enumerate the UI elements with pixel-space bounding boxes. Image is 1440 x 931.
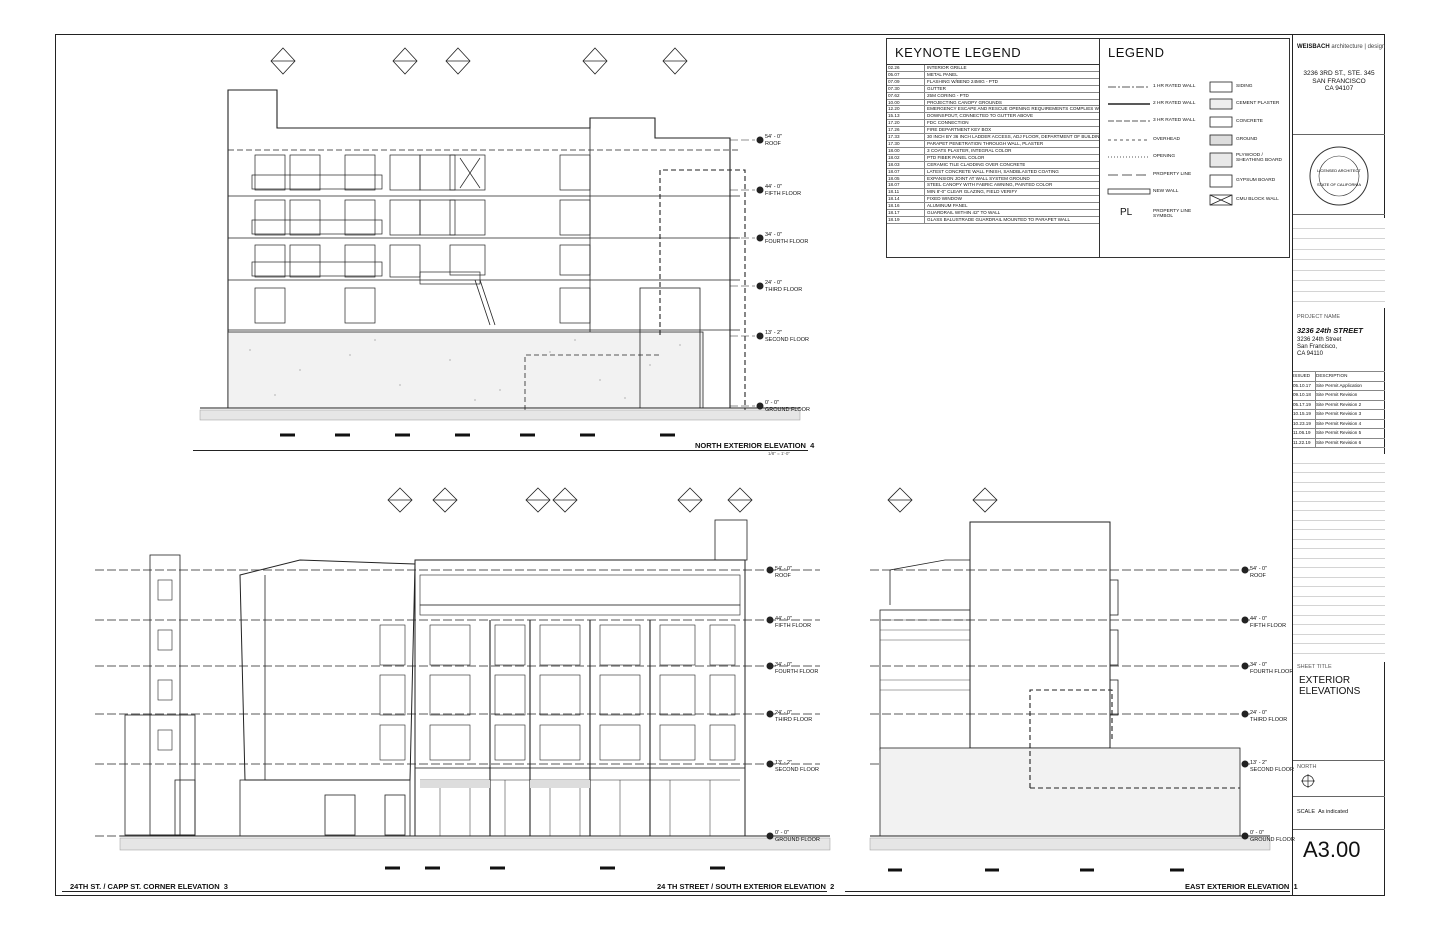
north-level-second: 13' - 2"SECOND FLOOR [765,330,810,343]
south-level-third: 24' - 0"THIRD FLOOR [775,710,813,723]
legend-material-label: PLYWOOD / SHEATHING BOARD [1236,153,1283,163]
legend-line-label: 2 HR RATED WALL [1153,101,1196,106]
legend-line-label: 1 HR RATED WALL [1153,84,1196,89]
legend-line-label: PROPERTY LINE SYMBOL [1153,209,1192,219]
south-level-ground: 0' - 0"GROUND FLOOR [775,830,820,843]
north-arrow-icon [1301,774,1315,788]
legend-material-label: CMU BLOCK WALL [1236,197,1279,202]
south-level-second: 13' - 2"SECOND FLOOR [775,760,820,773]
firm-address: 3236 3RD ST., STE. 345 SAN FRANCISCO CA … [1303,70,1375,92]
north-level-third: 24' - 0"THIRD FLOOR [765,280,803,293]
north-level-roof: 54' - 0"ROOF [765,134,783,147]
north-level-fourth: 34' - 0"FOURTH FLOOR [765,232,809,245]
project-label: PROJECT NAME [1297,314,1340,320]
south-level-fourth: 34' - 0"FOURTH FLOOR [775,662,819,675]
south-elevation-drawing [95,487,831,870]
east-elevation-drawing [869,487,1271,872]
sheet-title: EXTERIOR ELEVATIONS [1299,675,1361,697]
south-level-roof: 54' - 0"ROOF [775,566,793,579]
sheet-title-label: SHEET TITLE [1297,664,1332,670]
legend-material-label: GYPSUM BOARD [1236,178,1276,183]
east-level-ground: 0' - 0"GROUND FLOOR [1250,830,1295,843]
legend: LEGEND 1 HR RATED WALL 2 HR RATED WALL 3… [1100,38,1290,258]
legend-title: LEGEND [1108,45,1165,60]
legend-symbols [1107,81,1233,206]
north-title-rule [193,450,808,451]
north-label: NORTH [1297,764,1317,770]
north-elevation-scale: 1/8" = 1'-0" [768,451,790,456]
property-line-symbol: PL [1120,207,1133,218]
svg-text:LICENSED ARCHITECT: LICENSED ARCHITECT [1317,168,1361,173]
legend-material-label: CEMENT PLASTER [1236,101,1280,106]
sheet-number: A3.00 [1303,837,1361,862]
north-elevation-title: NORTH EXTERIOR ELEVATION 4 [695,441,815,450]
legend-line-label: PROPERTY LINE [1153,172,1192,177]
title-block: WEISBACH architecture | design 3236 3RD … [1292,34,1385,896]
svg-text:STATE OF CALIFORNIA: STATE OF CALIFORNIA [1317,182,1361,187]
north-level-ground: 0' - 0"GROUND FLOOR [765,400,810,413]
architect-stamp: LICENSED ARCHITECT STATE OF CALIFORNIA [1309,146,1369,206]
scale-row: SCALE As indicated [1297,809,1349,815]
east-level-third: 24' - 0"THIRD FLOOR [1250,710,1288,723]
east-title-rule [845,891,1290,892]
south-title-rule [62,891,827,892]
north-elevation-drawing [199,47,801,437]
keynote-legend-title: KEYNOTE LEGEND [887,39,1099,65]
legend-material-label: SIDING [1236,84,1253,89]
section-marker [270,47,296,75]
legend-line-label: OVERHEAD [1153,137,1180,142]
east-elevation-title: EAST EXTERIOR ELEVATION 1 [1185,882,1298,891]
legend-line-label: OPENING [1153,154,1176,159]
legend-material-label: CONCRETE [1236,119,1263,124]
project-name: 3236 24th STREET [1297,326,1363,335]
east-level-fourth: 34' - 0"FOURTH FLOOR [1250,662,1294,675]
firm-name: WEISBACH architecture | design [1297,44,1386,50]
legend-material-label: GROUND [1236,137,1258,142]
east-level-second: 13' - 2"SECOND FLOOR [1250,760,1295,773]
east-level-fifth: 44' - 0"FIFTH FLOOR [1250,616,1287,629]
project-address: 3236 24th Street San Francisco, CA 94110 [1297,337,1342,357]
north-level-fifth: 44' - 0"FIFTH FLOOR [765,184,802,197]
legend-line-label: NEW WALL [1153,189,1179,194]
corner-elevation-title: 24TH ST. / CAPP ST. CORNER ELEVATION 3 [70,882,228,891]
east-level-roof: 54' - 0"ROOF [1250,566,1268,579]
south-level-fifth: 44' - 0"FIFTH FLOOR [775,616,812,629]
south-elevation-title: 24 TH STREET / SOUTH EXTERIOR ELEVATION … [657,882,835,891]
legend-line-label: 3 HR RATED WALL [1153,118,1196,123]
